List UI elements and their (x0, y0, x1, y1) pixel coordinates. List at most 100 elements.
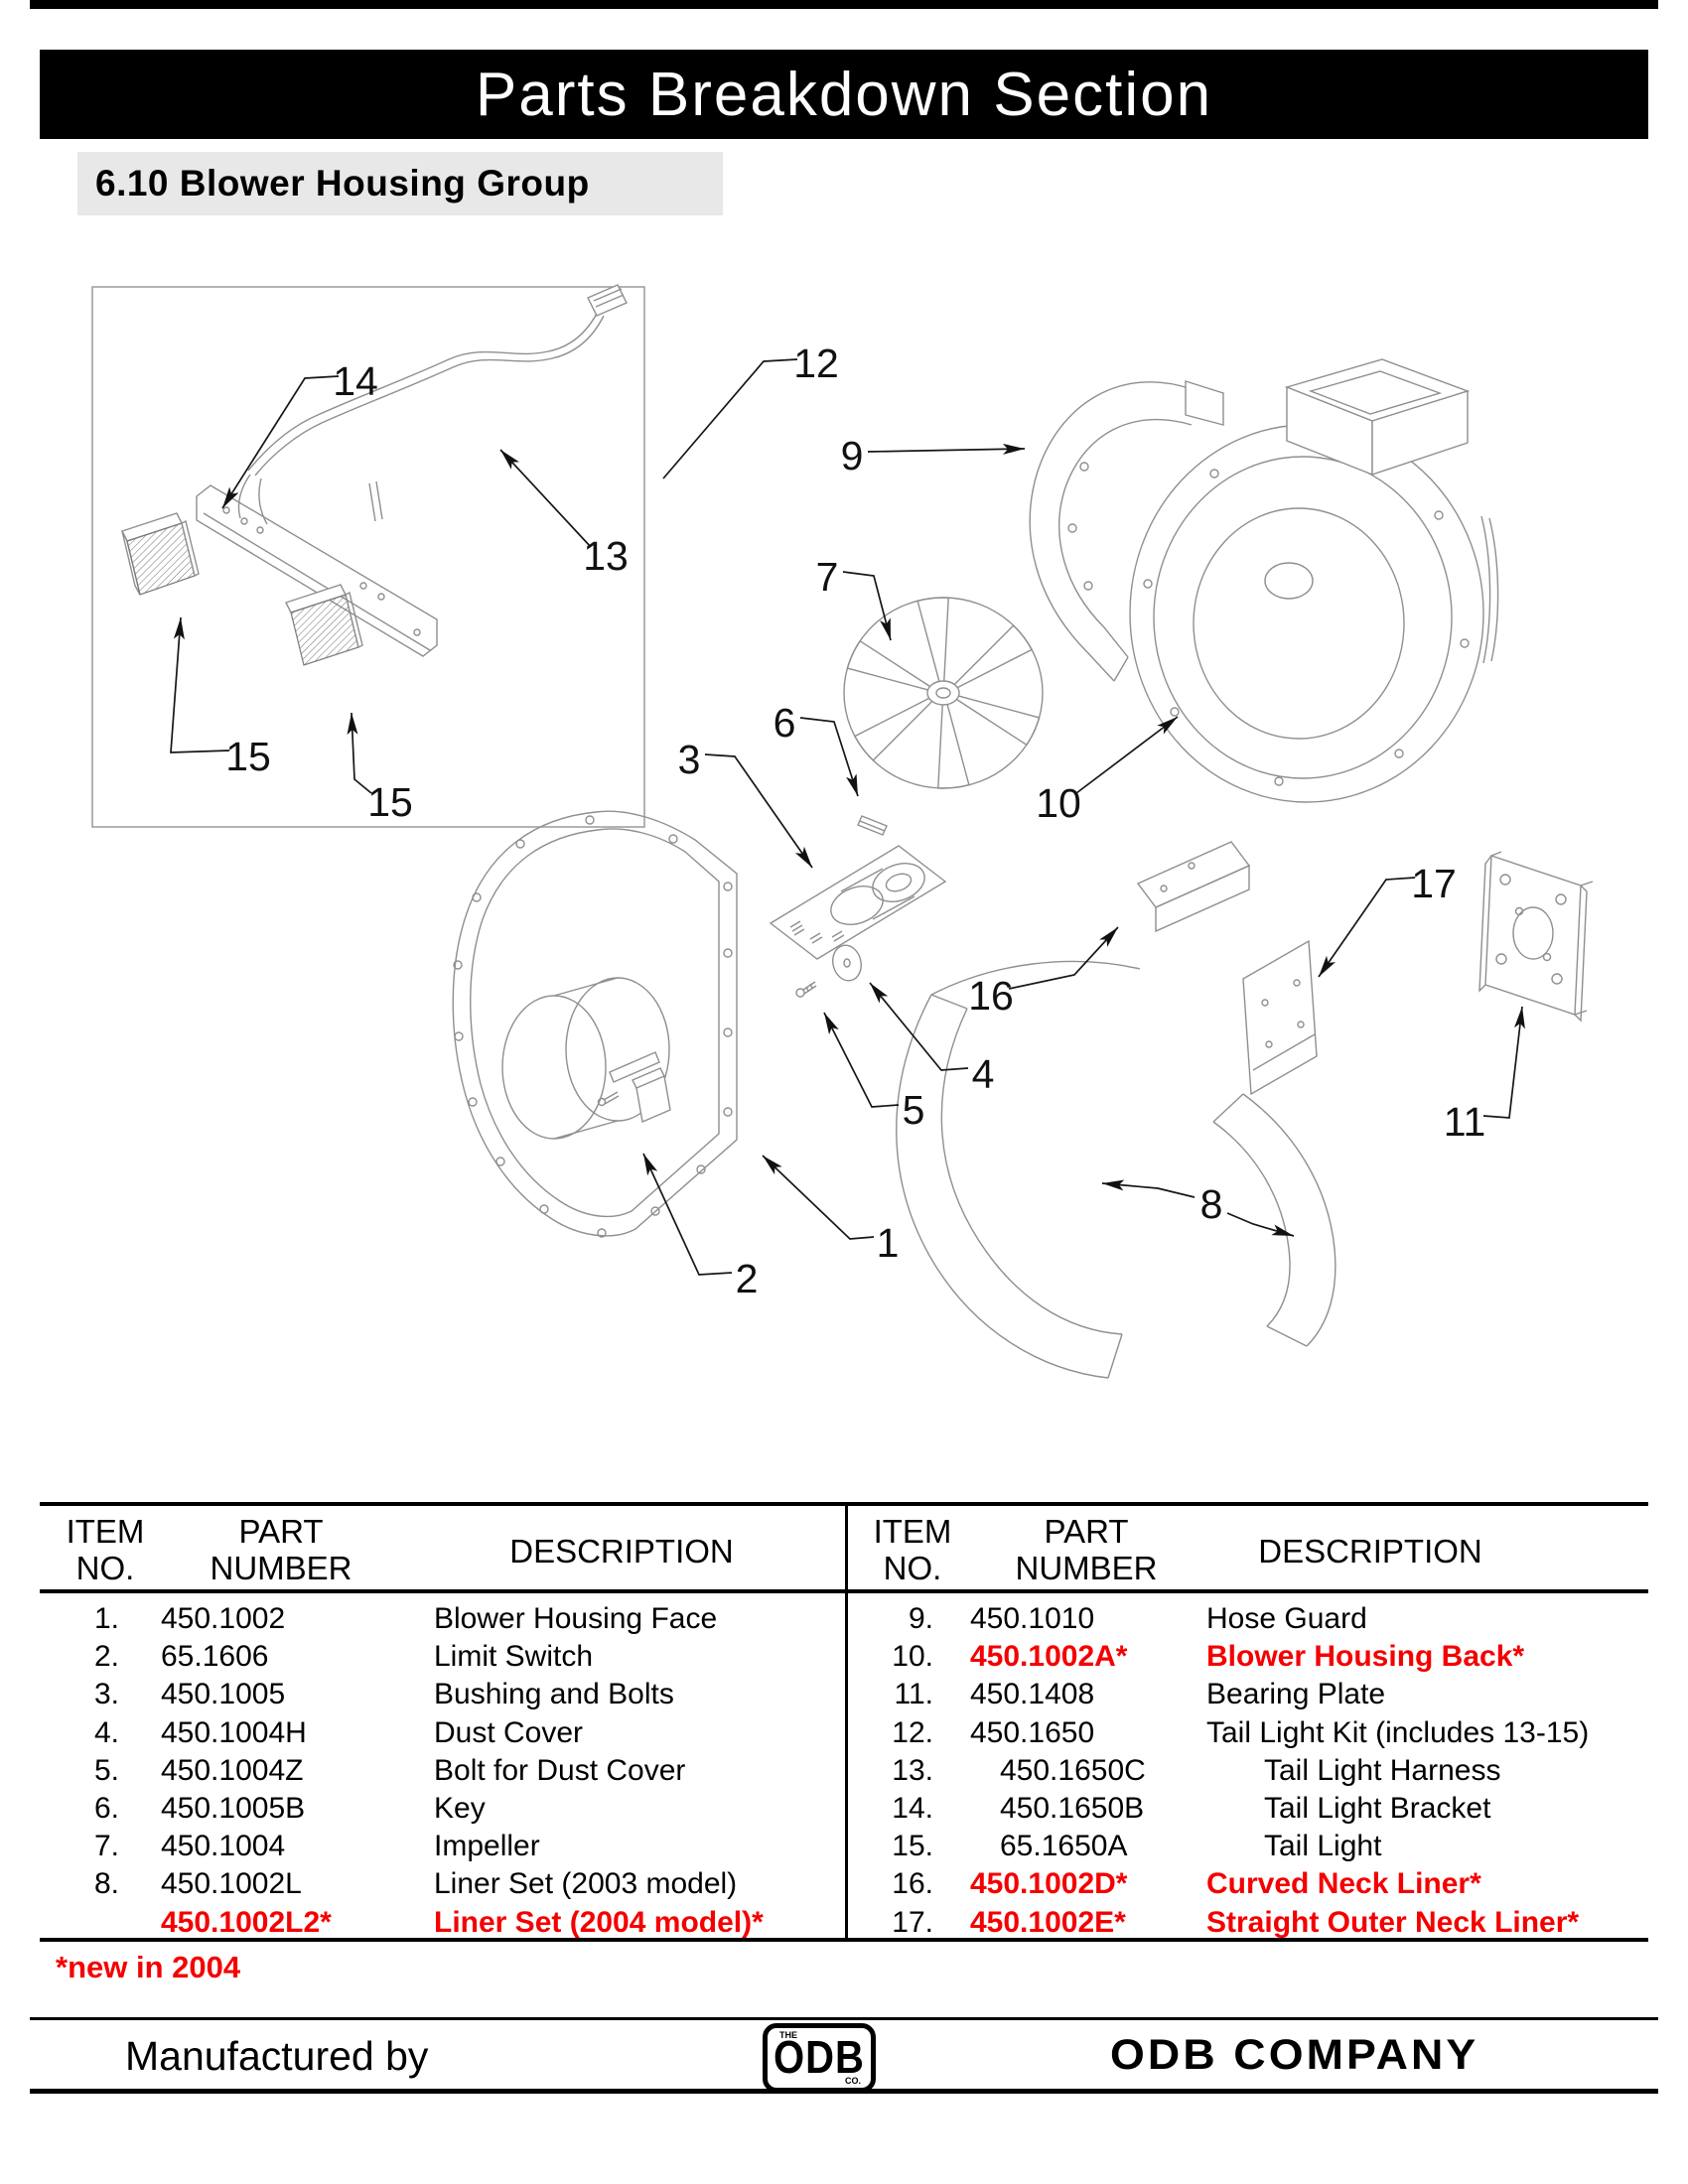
cell-no: 5. (93, 1753, 119, 1787)
cell-desc: Hose Guard (1206, 1602, 1367, 1636)
cell-no: 8. (93, 1867, 119, 1901)
callout-leader (642, 1153, 733, 1276)
cell-desc: Liner Set (2003 model) (434, 1867, 738, 1901)
callout-leader (869, 982, 969, 1071)
callout-leader (842, 571, 892, 641)
callout-leader (170, 616, 230, 753)
table-row: 4. 450.1004H Dust Cover (40, 1714, 845, 1752)
bushing-and-bolts (769, 815, 947, 998)
callout-number: 12 (793, 341, 839, 386)
callout-number: 15 (225, 734, 271, 779)
table-row: 6. 450.1005B Key (40, 1790, 845, 1828)
callout-number: 15 (367, 779, 413, 825)
cell-desc: Curved Neck Liner* (1206, 1867, 1481, 1901)
cell-part: 450.1650C (1000, 1753, 1146, 1787)
callout-number: 7 (816, 554, 839, 600)
column-header-description: DESCRIPTION (1258, 1533, 1482, 1570)
odb-logo-the: THE (779, 2030, 797, 2040)
odb-logo-text: ODB (774, 2032, 865, 2083)
callout-number: 4 (972, 1051, 995, 1097)
hose-guard (1029, 380, 1224, 682)
cell-no: 13. (892, 1753, 933, 1787)
title-bar: Parts Breakdown Section (40, 50, 1648, 139)
callout-number: 2 (736, 1256, 759, 1301)
cell-desc: Bushing and Bolts (434, 1678, 674, 1711)
cell-desc: Key (434, 1792, 486, 1826)
callout-leader (1075, 716, 1179, 794)
cell-part: 450.1005B (161, 1792, 306, 1826)
callout-number: 17 (1411, 861, 1457, 906)
callout-leader (1008, 926, 1119, 990)
footnote: *new in 2004 (56, 1950, 241, 1984)
table-row: 16.450.1002D*Curved Neck Liner* (848, 1865, 1648, 1903)
table-row: 8. 450.1002L Liner Set (2003 model) (40, 1865, 845, 1903)
callout-leader (704, 753, 813, 869)
cell-desc: Liner Set (2004 model)* (434, 1905, 764, 1939)
cell-no: 14. (892, 1792, 933, 1826)
cell-desc: Dust Cover (434, 1715, 584, 1749)
callout-leader (867, 443, 1026, 455)
cell-part: 450.1002A* (970, 1640, 1128, 1674)
footer-rule-top (30, 2017, 1658, 2020)
page-top-rule (30, 0, 1658, 9)
liner-set (896, 960, 1336, 1379)
cell-desc: Limit Switch (434, 1640, 594, 1674)
cell-part: 450.1002E* (970, 1905, 1126, 1939)
cell-desc: Bearing Plate (1206, 1678, 1386, 1711)
manufactured-by-label: Manufactured by (125, 2033, 429, 2079)
odb-logo-co: CO. (844, 2076, 861, 2086)
blower-housing-back (1129, 358, 1499, 803)
cell-no: 4. (93, 1715, 119, 1749)
odb-logo: THE ODB CO. (763, 2023, 876, 2093)
cell-no: 16. (892, 1867, 933, 1901)
callout-number: 16 (968, 973, 1014, 1019)
callout-leader (1318, 877, 1416, 978)
callout-leader (823, 1012, 900, 1108)
callout-leader (221, 375, 340, 509)
callout-leader (1226, 1212, 1295, 1237)
cell-no: 7. (93, 1830, 119, 1863)
table-row: 450.1002L2*Liner Set (2004 model)* (40, 1904, 845, 1942)
neck-liners-and-bearing-plate (1136, 841, 1594, 1096)
callout-number: 9 (841, 433, 864, 478)
cell-no: 1. (93, 1602, 119, 1636)
callout-number: 10 (1036, 780, 1081, 826)
section-title: 6.10 Blower Housing Group (95, 163, 590, 204)
callout-leader (799, 717, 859, 797)
callout-number: 11 (1444, 1099, 1486, 1145)
cell-no: 12. (892, 1715, 933, 1749)
callout-number: 13 (583, 533, 629, 579)
cell-no: 17. (892, 1905, 933, 1939)
cell-part: 450.1002L (161, 1867, 302, 1901)
callout-number: 1 (877, 1220, 900, 1266)
cell-part: 450.1005 (161, 1678, 286, 1711)
cell-desc: Tail Light (1264, 1830, 1382, 1863)
table-row: 10.450.1002A*Blower Housing Back* (848, 1638, 1648, 1676)
section-header: 6.10 Blower Housing Group (77, 152, 723, 215)
page-title: Parts Breakdown Section (475, 60, 1213, 129)
column-header-description: DESCRIPTION (509, 1533, 734, 1570)
cell-part: 450.1002 (161, 1602, 286, 1636)
footer-rule-bottom (30, 2089, 1658, 2094)
cell-no: 10. (892, 1640, 933, 1674)
tail-light-kit-inset (91, 284, 645, 828)
cell-part: 450.1004H (161, 1715, 307, 1749)
cell-no: 6. (93, 1792, 119, 1826)
